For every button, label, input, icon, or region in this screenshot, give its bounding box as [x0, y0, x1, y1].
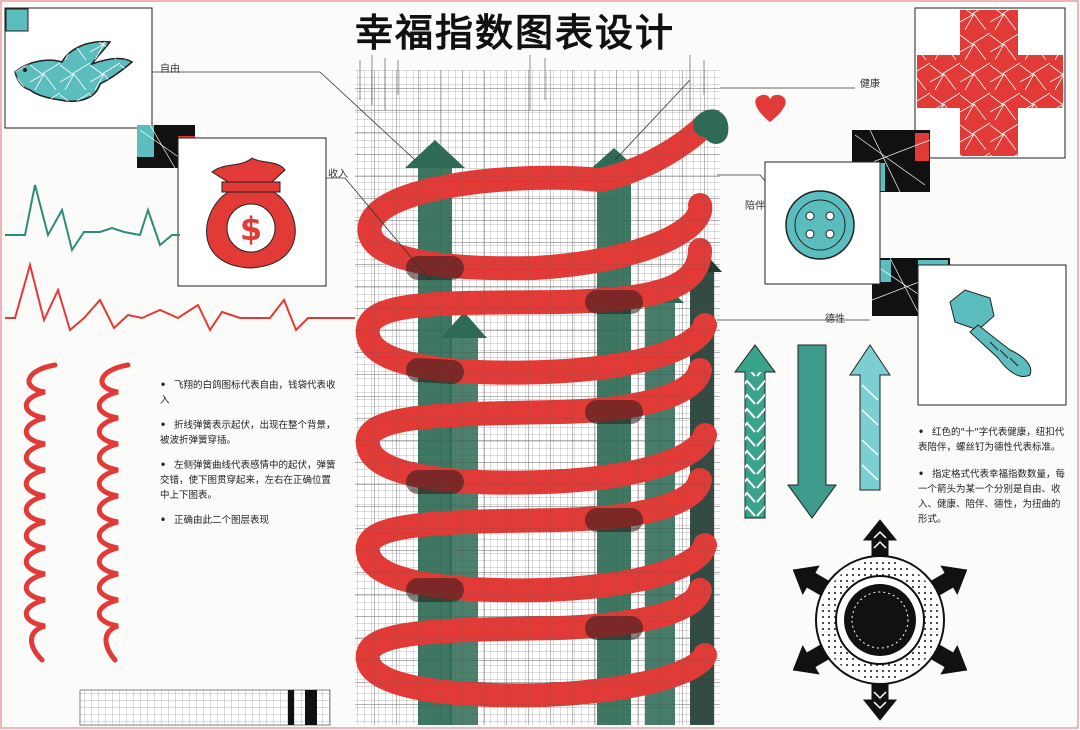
svg-text:$: $ — [240, 210, 262, 248]
note-text: 折线弹簧表示起伏，出现在整个背景，被波折弹簧穿插。 — [160, 420, 336, 446]
note-item: •飞翔的白鸽图标代表自由，钱袋代表收入 — [160, 380, 336, 406]
dove-icon — [14, 40, 134, 102]
label-income: 收入 — [328, 169, 348, 180]
arrow-icon — [787, 344, 837, 519]
note-item: •指定格式代表幸福指数数量，每一个箭头为某一个分别是自由、收入、健康、陪伴、德性… — [918, 469, 1066, 525]
note-item: •折线弹簧表示起伏，出现在整个背景，被波折弹簧穿插。 — [160, 420, 336, 446]
note-item: •左侧弹簧曲线代表感情中的起伏，弹簧交错，使下图贯穿起来，左右在正确位置中上下图… — [160, 460, 336, 501]
income-panel: $ — [177, 137, 327, 287]
companion-panel — [764, 161, 881, 285]
label-health: 健康 — [860, 79, 880, 90]
note-text: 正确由此二个图层表现 — [174, 515, 270, 526]
barcode-strip — [79, 689, 331, 726]
note-text: 红色的"十"字代表健康，纽扣代表陪伴，螺丝钉为德性代表标准。 — [918, 427, 1065, 453]
freedom-panel — [4, 7, 195, 169]
bolt-icon — [949, 289, 1032, 377]
heart-icon — [755, 94, 786, 122]
notes-left: •飞翔的白鸽图标代表自由，钱袋代表收入 •折线弹簧表示起伏，出现在整个背景，被波… — [160, 378, 340, 528]
red-cross-icon — [917, 10, 1063, 156]
note-item: •正确由此二个图层表现 — [160, 515, 270, 526]
arrow-icon — [734, 344, 776, 519]
page-title: 幸福指数图表设计 — [355, 10, 676, 55]
label-freedom: 自由 — [160, 64, 180, 75]
note-text: 飞翔的白鸽图标代表自由，钱袋代表收入 — [160, 380, 336, 406]
note-item: •红色的"十"字代表健康，纽扣代表陪伴，螺丝钉为德性代表标准。 — [918, 427, 1065, 453]
money-bag-icon: $ — [206, 157, 296, 269]
spring-icon — [23, 362, 131, 663]
label-tolerance: 陪伴 — [745, 201, 765, 212]
notes-right: •红色的"十"字代表健康，纽扣代表陪伴，螺丝钉为德性代表标准。 •指定格式代表幸… — [918, 425, 1068, 527]
note-text: 左侧弹簧曲线代表感情中的起伏，弹簧交错，使下图贯穿起来，左右在正确位置中上下图表… — [160, 460, 336, 501]
integrity-panel — [917, 264, 1067, 406]
compass-star-icon — [792, 519, 968, 721]
health-panel — [914, 7, 1066, 159]
note-text: 指定格式代表幸福指数数量，每一个箭头为某一个分别是自由、收入、健康、陪伴、德性，… — [918, 469, 1066, 525]
label-integrity: 德性 — [825, 314, 845, 325]
pulse-lines — [5, 184, 355, 333]
button-icon — [785, 190, 855, 260]
arrow-icon — [849, 344, 891, 491]
